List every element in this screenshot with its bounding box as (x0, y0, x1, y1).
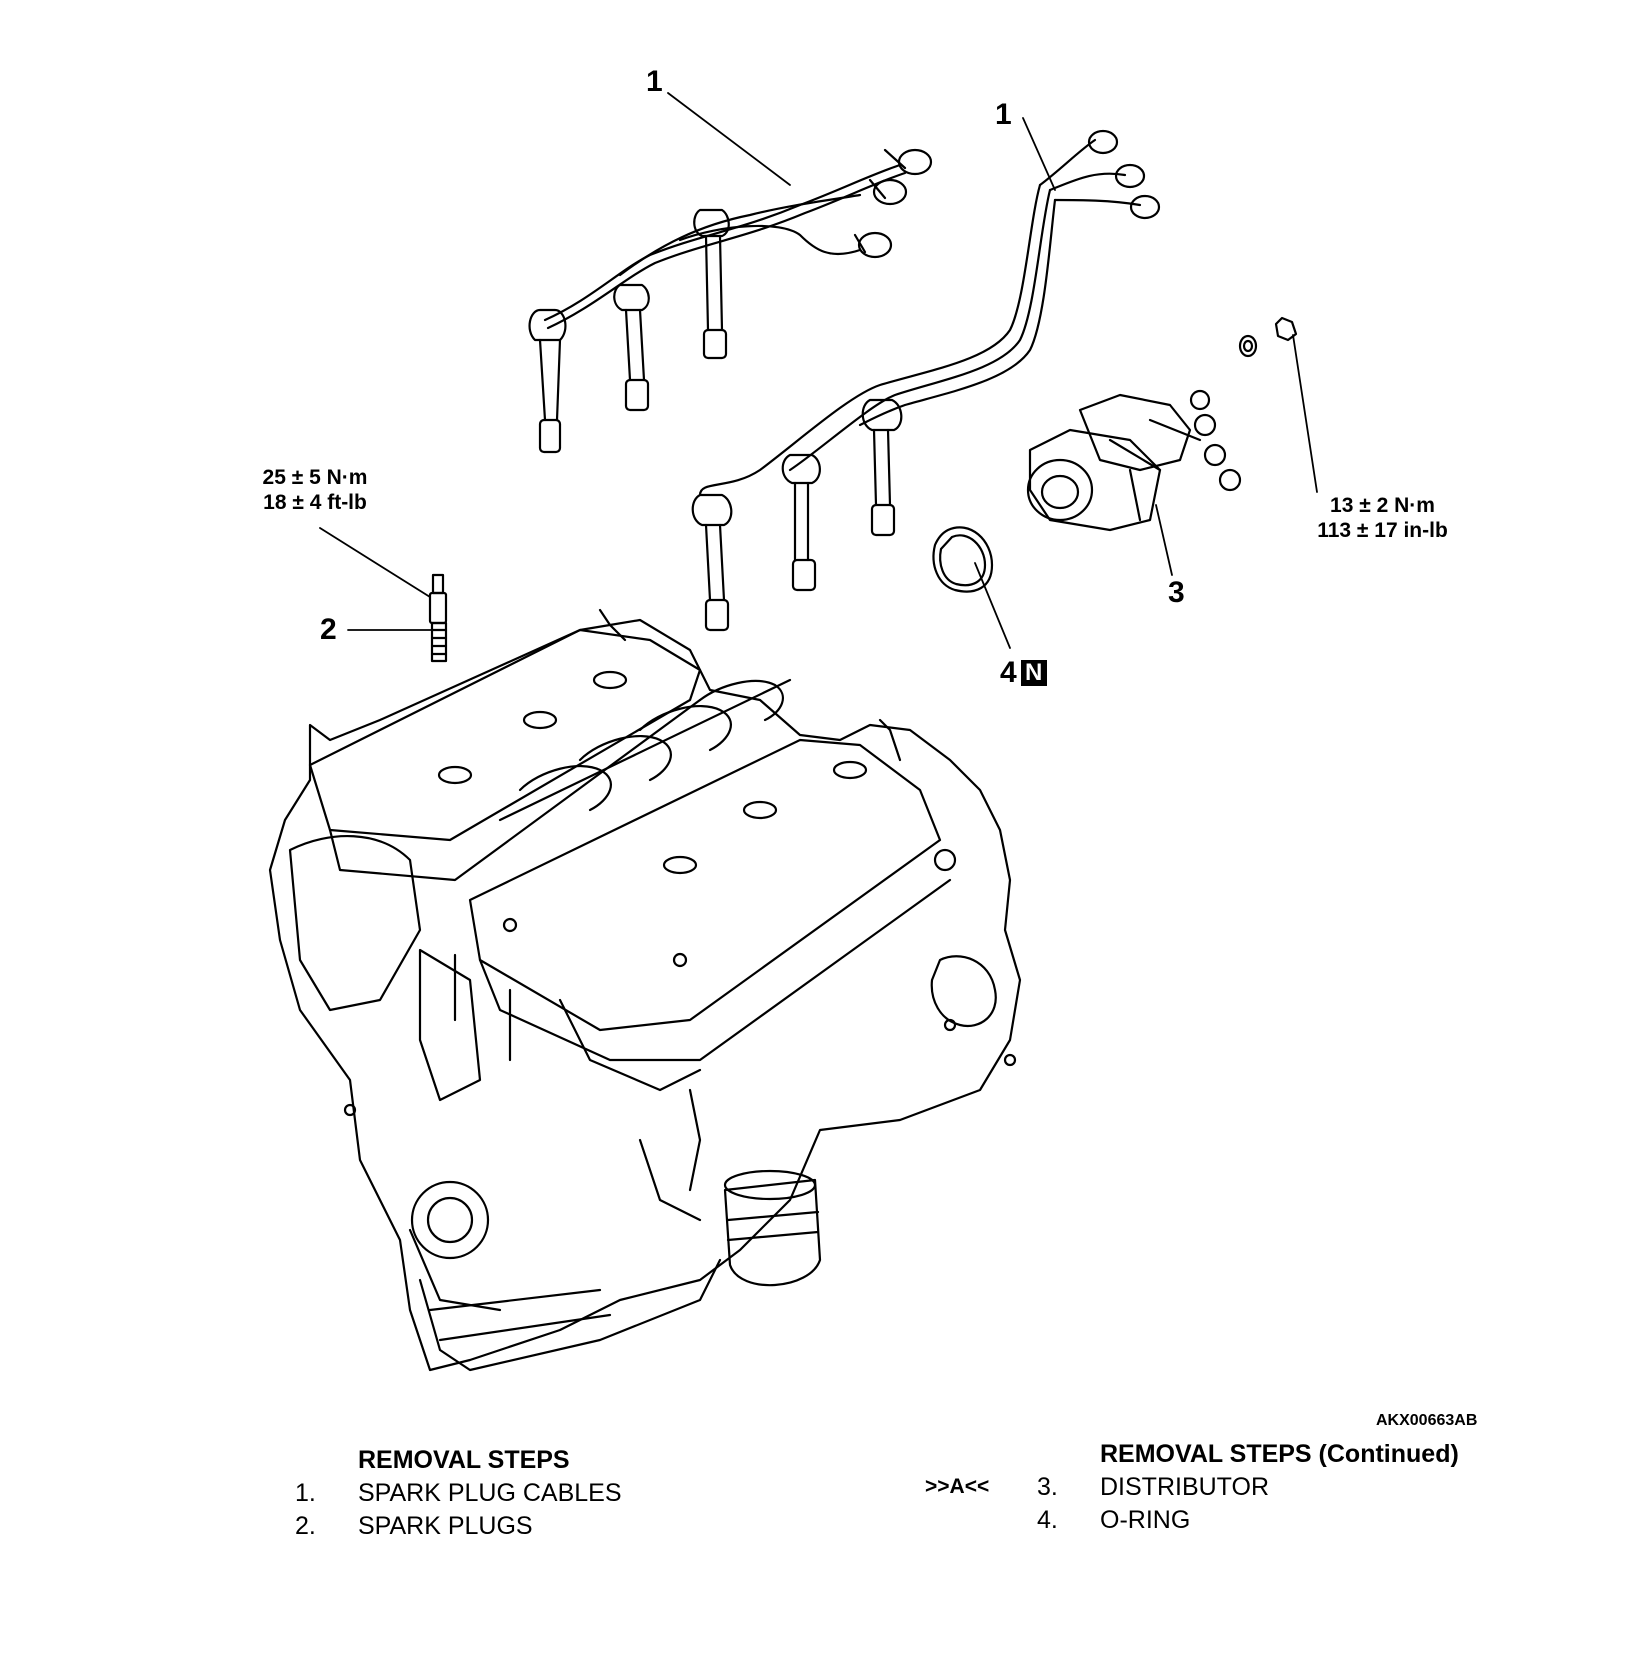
leader-lines (319, 92, 1318, 649)
figure-id: AKX00663AB (1376, 1412, 1478, 1429)
engine-block (268, 608, 1022, 1372)
spark-plug-cables-left (528, 148, 933, 454)
removal-steps-continued-heading: REMOVAL STEPS (Continued) (1100, 1440, 1459, 1468)
spark-plug-part (428, 573, 448, 663)
removal-step-label: O-RING (1100, 1506, 1191, 1534)
removal-step-label: SPARK PLUGS (358, 1512, 533, 1540)
callout-spark-plug-cables-right: 1 (995, 98, 1012, 131)
spark-plug-cables-right (691, 129, 1161, 632)
new-part-badge: N (1020, 660, 1047, 686)
distributor-torque-imperial: 113 ± 17 in-lb (1317, 519, 1448, 542)
callout-spark-plug: 2 (320, 613, 337, 646)
removal-step-item: >>A<< 3. DISTRIBUTOR (925, 1473, 1525, 1507)
removal-step-number: 2. (295, 1512, 316, 1540)
service-point-ref: >>A<< (925, 1475, 990, 1498)
spark-plug-torque-spec: 25 ± 5 N·m 18 ± 4 ft-lb (240, 465, 390, 515)
removal-steps-right: REMOVAL STEPS (Continued) >>A<< 3. DISTR… (925, 1440, 1525, 1550)
callout-o-ring-number: 4 (1000, 656, 1017, 689)
removal-step-item: 4. O-RING (925, 1506, 1525, 1540)
removal-step-number: 3. (1037, 1473, 1058, 1501)
distributor-torque-metric: 13 ± 2 N·m (1330, 494, 1435, 517)
spark-plug-torque-metric: 25 ± 5 N·m (262, 466, 368, 489)
removal-steps-left: REMOVAL STEPS 1. SPARK PLUG CABLES 2. SP… (295, 1446, 715, 1556)
spark-plug-torque-imperial: 18 ± 4 ft-lb (263, 491, 367, 514)
distributor-torque-spec: 13 ± 2 N·m 113 ± 17 in-lb (1300, 493, 1465, 543)
removal-step-number: 4. (1037, 1506, 1058, 1534)
removal-step-item: 1. SPARK PLUG CABLES (295, 1479, 715, 1513)
removal-steps-heading: REMOVAL STEPS (358, 1446, 570, 1474)
callout-distributor: 3 (1168, 576, 1185, 609)
o-ring-part (932, 526, 994, 593)
removal-step-label: DISTRIBUTOR (1100, 1473, 1269, 1501)
removal-step-item: 2. SPARK PLUGS (295, 1512, 715, 1546)
callout-spark-plug-cables-left: 1 (646, 65, 663, 98)
distributor-part (1026, 389, 1242, 532)
distributor-nut-washer (1238, 316, 1298, 358)
removal-step-number: 1. (295, 1479, 316, 1507)
removal-step-label: SPARK PLUG CABLES (358, 1479, 622, 1507)
